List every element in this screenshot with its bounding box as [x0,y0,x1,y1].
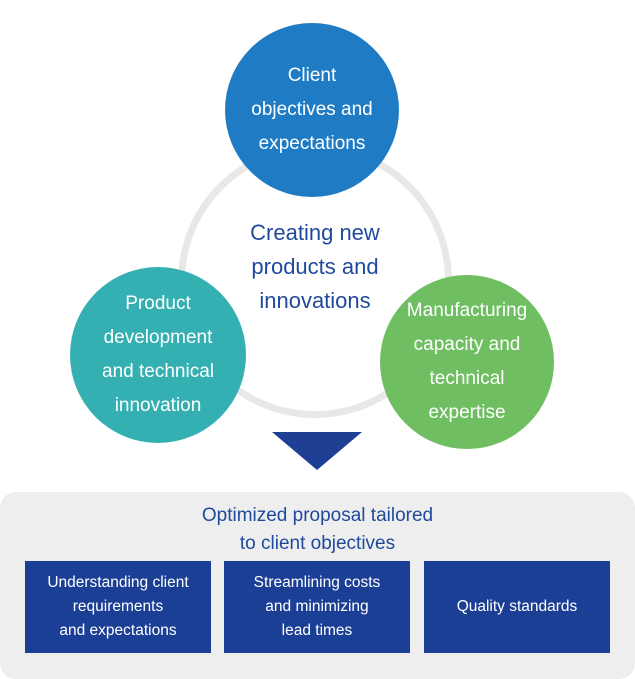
down-arrow-icon [272,432,362,470]
proposal-box-quality: Quality standards [424,561,610,653]
product-development-circle: Product development and technical innova… [70,267,246,443]
manufacturing-capacity-label: Manufacturing capacity and technical exp… [406,300,528,423]
manufacturing-capacity-circle: Manufacturing capacity and technical exp… [380,275,554,449]
center-label: Creating new products and innovations [250,220,380,313]
product-development-label: Product development and technical innova… [102,293,214,416]
client-objectives-circle: Client objectives and expectations [225,23,399,197]
proposal-title: Optimized proposal tailored to client ob… [201,505,434,554]
proposal-box-streamlining: Streamlining costs and minimizing lead t… [224,561,410,653]
client-objectives-label: Client objectives and expectations [251,65,373,154]
proposal-box-understanding: Understanding client requirements and ex… [25,561,211,653]
